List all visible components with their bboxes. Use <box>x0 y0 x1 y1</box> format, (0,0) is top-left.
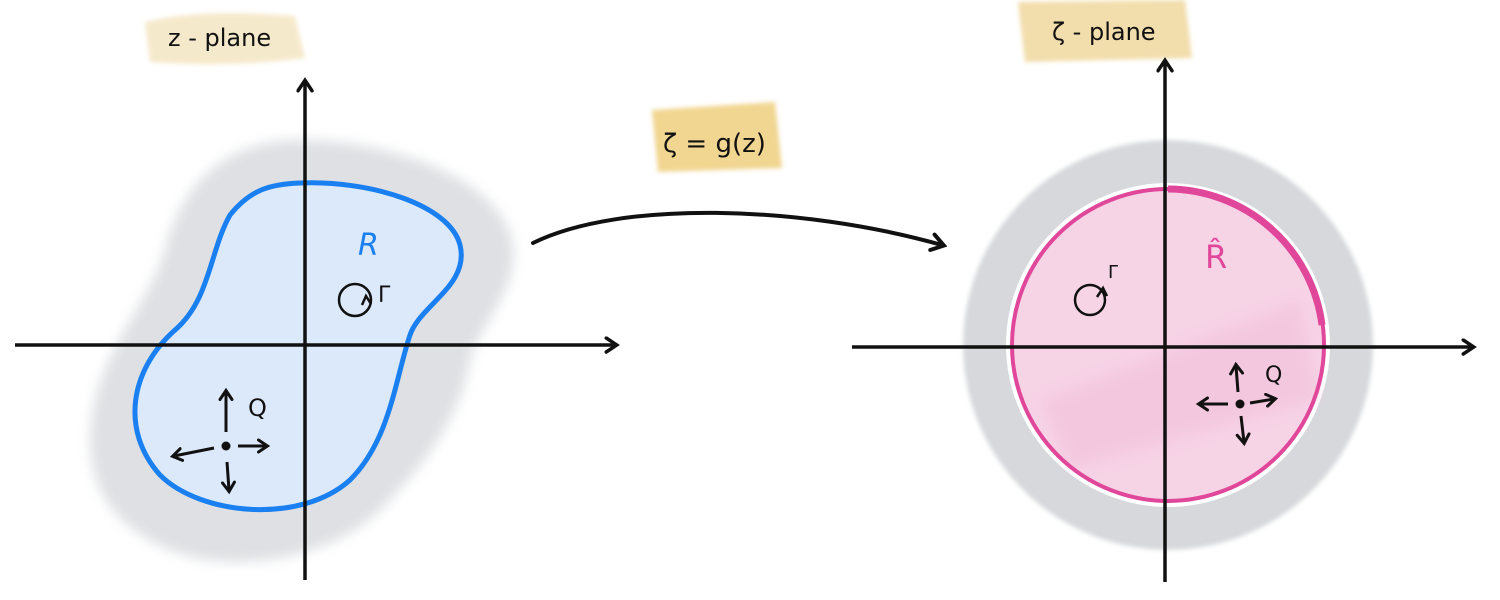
z-plane-title-highlight <box>145 13 305 65</box>
zeta-plane-title-highlight <box>1018 0 1192 62</box>
mapping-label: ζ = g(z) <box>663 129 766 159</box>
z-point-label: Q <box>248 394 267 422</box>
zeta-plane-panel: ζ - plane R̂ Γ Q <box>852 0 1477 582</box>
z-region-boundary <box>132 180 464 513</box>
zeta-point-q-with-directions <box>1195 361 1279 447</box>
zeta-region-label: R̂ <box>1205 238 1227 276</box>
z-curve-label: Γ <box>378 283 391 308</box>
z-region-label: R <box>358 228 379 263</box>
z-plane-title: z - plane <box>168 24 271 52</box>
zeta-gamma-loop-icon <box>1073 283 1109 317</box>
mapping: ζ = g(z) <box>531 102 948 252</box>
z-plane-panel: z - plane R Γ Q <box>15 13 620 580</box>
gamma-loop-icon <box>337 282 373 318</box>
zeta-plane-title: ζ - plane <box>1052 18 1156 46</box>
mapping-label-highlight <box>652 102 782 172</box>
mapping-arrow <box>531 210 948 252</box>
z-point-q-with-directions <box>169 387 271 495</box>
zeta-curve-label: Γ <box>1108 262 1118 283</box>
zeta-point-label: Q <box>1265 363 1282 388</box>
